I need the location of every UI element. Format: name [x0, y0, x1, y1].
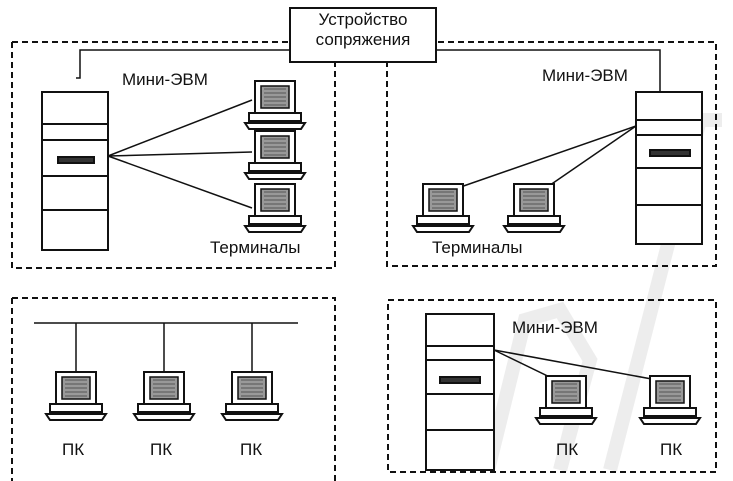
bus-line: [34, 322, 298, 378]
interface-device-line1: Устройство: [318, 10, 408, 29]
segment-borders: [11, 41, 717, 481]
interface-device-line2: сопряжения: [315, 30, 411, 49]
pc-5-icon: [639, 375, 701, 425]
terminal-4-icon: [412, 183, 474, 233]
terminals-top-left-label: Терминалы: [210, 238, 301, 257]
minicomputer-top-right-label: Мини-ЭВМ: [542, 66, 628, 85]
minicomputer-top-right: [635, 91, 703, 245]
segment-bottom-right-border: [387, 299, 717, 473]
pc-3-label: ПК: [240, 440, 263, 459]
terminal-3-icon: [244, 183, 306, 233]
minicomputer-bottom-right: [425, 313, 495, 471]
pc-1-label: ПК: [62, 440, 85, 459]
pc-3-icon: [221, 371, 283, 421]
segment-top-left-border: [11, 41, 336, 269]
terminal-5-icon: [503, 183, 565, 233]
minicomputer-top-left-label: Мини-ЭВМ: [122, 70, 208, 89]
segment-top-right-border: [386, 41, 717, 267]
pc-4-icon: [535, 375, 597, 425]
terminal-2-icon: [244, 130, 306, 180]
minicomputer-bottom-right-label: Мини-ЭВМ: [512, 318, 598, 337]
pc-2-icon: [133, 371, 195, 421]
interface-links: [76, 49, 661, 92]
segment-bottom-left-border: [11, 297, 336, 481]
pc-4-label: ПК: [556, 440, 579, 459]
interface-device-label: Устройство сопряжения: [290, 10, 436, 50]
minicomputer-top-left: [41, 91, 109, 251]
pc-1-icon: [45, 371, 107, 421]
pc-2-label: ПК: [150, 440, 173, 459]
terminal-1-icon: [244, 80, 306, 130]
terminals-top-right-label: Терминалы: [432, 238, 523, 257]
pc-5-label: ПК: [660, 440, 683, 459]
links-top-left: [107, 99, 253, 209]
links-top-right: [451, 125, 637, 193]
interface-device-box: [289, 7, 437, 63]
